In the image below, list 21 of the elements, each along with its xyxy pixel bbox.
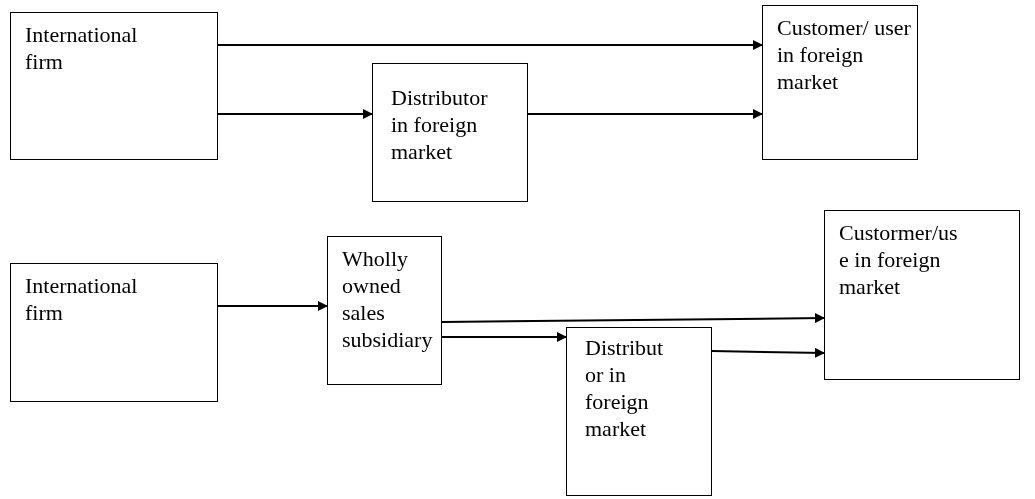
arrow: [217, 301, 328, 311]
arrow: [441, 332, 567, 342]
box-label: Custormer/us e in foreign market: [839, 219, 959, 300]
arrow: [217, 109, 373, 119]
box-label: Wholly owned sales subsidiary: [342, 245, 434, 353]
process-box: [10, 12, 218, 160]
arrow: [527, 109, 763, 119]
process-box: [566, 327, 712, 496]
process-box: [824, 210, 1020, 380]
box-label: Customer/ user in foreign market: [777, 14, 912, 95]
arrow: [711, 347, 825, 358]
box-label: International firm: [25, 21, 139, 75]
process-box: [762, 5, 918, 160]
process-box: [327, 236, 442, 385]
box-label: Distribut or in foreign market: [585, 334, 665, 442]
process-box: [372, 63, 528, 202]
process-box: [10, 263, 218, 402]
box-label: International firm: [25, 272, 139, 326]
arrow: [441, 313, 825, 324]
arrow: [217, 40, 763, 50]
box-label: Distributor in foreign market: [391, 84, 489, 165]
